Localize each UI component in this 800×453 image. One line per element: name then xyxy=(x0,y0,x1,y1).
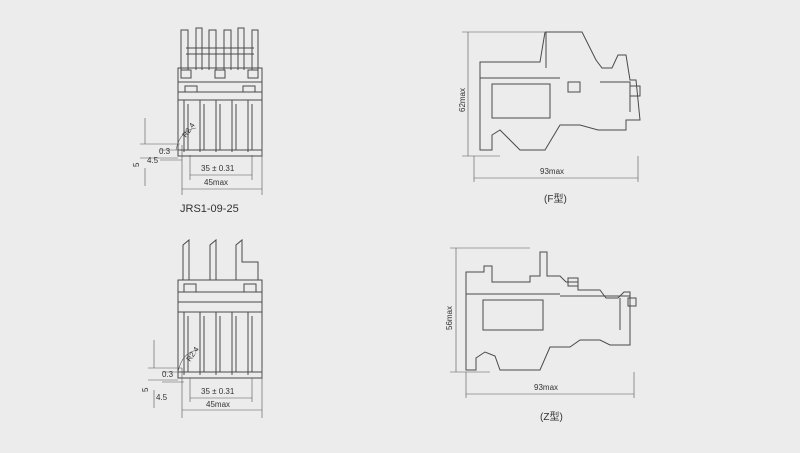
height-label-f: 62max xyxy=(458,88,467,112)
front-view-bottom xyxy=(148,238,263,418)
dim-03-top: 0.3 xyxy=(159,147,171,156)
dim-45max-top: 45max xyxy=(204,178,228,187)
dim-radius-top: R2.4 xyxy=(180,121,196,139)
dim-5-bottom: 5 xyxy=(141,387,150,392)
dim-45-bottom: 4.5 xyxy=(156,393,168,402)
height-label-z: 56max xyxy=(445,306,454,330)
dim-radius-bottom: R2.4 xyxy=(184,345,200,363)
dim-35-top: 35 ± 0.31 xyxy=(201,164,235,173)
dim-03-bottom: 0.3 xyxy=(162,370,174,379)
dim-5-top: 5 xyxy=(132,162,141,167)
caption-z: (Z型) xyxy=(540,410,563,423)
model-label: JRS1-09-25 xyxy=(180,203,239,215)
dim-35-bottom: 35 ± 0.31 xyxy=(201,387,235,396)
front-view-top xyxy=(140,27,263,195)
side-view-f xyxy=(462,31,641,182)
caption-f: (F型) xyxy=(544,192,567,205)
dim-45-top: 4.5 xyxy=(147,156,159,165)
side-view-z xyxy=(450,247,637,398)
dim-45max-bottom: 45max xyxy=(206,400,230,409)
width-label-f: 93max xyxy=(540,167,564,176)
width-label-z: 93max xyxy=(534,383,558,392)
